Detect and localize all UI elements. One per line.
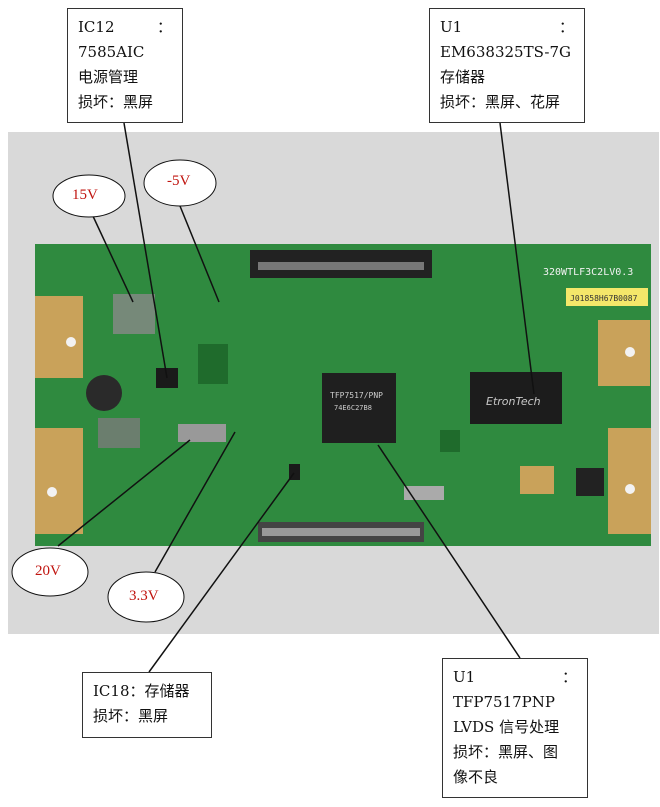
pcb-board — [35, 244, 651, 546]
mount-tab — [35, 428, 83, 534]
component-function: 电源管理 — [78, 68, 139, 86]
inductor — [86, 375, 122, 411]
separator: ： — [558, 18, 574, 36]
leader-line — [499, 122, 535, 395]
callout-ic18: IC18：存储器 损坏：黑屏 — [82, 672, 212, 738]
callout-u1-memory: U1 ： EM638325TS-7G 存储器 损坏：黑屏、花屏 — [429, 8, 585, 123]
component-function: LVDS 信号处理 — [453, 718, 560, 736]
ic18-chip — [289, 464, 300, 480]
voltage-oval-3v3 — [107, 571, 185, 623]
damage-symptom: 损坏：黑屏 — [78, 93, 154, 111]
lvds-chip — [322, 373, 396, 443]
leader-line — [123, 122, 168, 379]
leader-line — [57, 439, 191, 547]
voltage-oval-15v — [52, 174, 126, 218]
callout-u1-lvds: U1 ： TFP7517PNP LVDS 信号处理 损坏：黑屏、图 像不良 — [442, 658, 588, 798]
leader-line — [377, 444, 521, 659]
part-number: 7585AIC — [78, 43, 145, 61]
mount-tab — [35, 296, 83, 378]
component-function: 存储器 — [440, 68, 486, 86]
part-number: EM638325TS-7G — [440, 43, 571, 61]
component-ref: U1 — [440, 18, 463, 36]
damage-symptom: 损坏：黑屏、花屏 — [440, 93, 561, 111]
leader-line — [148, 472, 295, 673]
board-model-text: 320WTLF3C2LV0.3 — [543, 267, 633, 278]
callout-ic12: IC12 ： 7585AIC 电源管理 损坏：黑屏 — [67, 8, 183, 123]
leader-line — [179, 205, 220, 303]
sticker-text: J01858H67B0087 — [570, 294, 638, 303]
component-ref: IC12 — [78, 18, 115, 36]
lvds-chip-text: TFP7517/PNP — [330, 391, 383, 400]
voltage-label: 15V — [72, 187, 98, 203]
leader-line — [154, 431, 236, 573]
voltage-label: 20V — [35, 563, 61, 579]
damage-symptom: 损坏：黑屏、图 — [453, 743, 559, 761]
lvds-chip-code: 74E6C27B8 — [334, 404, 372, 412]
separator: ： — [156, 18, 172, 36]
voltage-label: -5V — [167, 173, 191, 189]
voltage-label: 3.3V — [129, 588, 159, 604]
damage-symptom-cont: 像不良 — [453, 768, 499, 786]
damage-symptom: 损坏：黑屏 — [93, 707, 169, 725]
voltage-oval-20v — [11, 547, 89, 597]
mount-tab — [608, 428, 651, 534]
mount-tab — [598, 320, 650, 386]
memory-chip-text: EtronTech — [486, 395, 541, 408]
serial-sticker — [566, 288, 648, 306]
component-label: IC18：存储器 — [93, 682, 190, 700]
leader-line — [91, 213, 134, 303]
part-number: TFP7517PNP — [453, 693, 555, 711]
voltage-oval-neg5v — [143, 159, 217, 207]
separator: ： — [561, 668, 577, 686]
component-ref: U1 — [453, 668, 476, 686]
memory-chip — [470, 372, 562, 424]
